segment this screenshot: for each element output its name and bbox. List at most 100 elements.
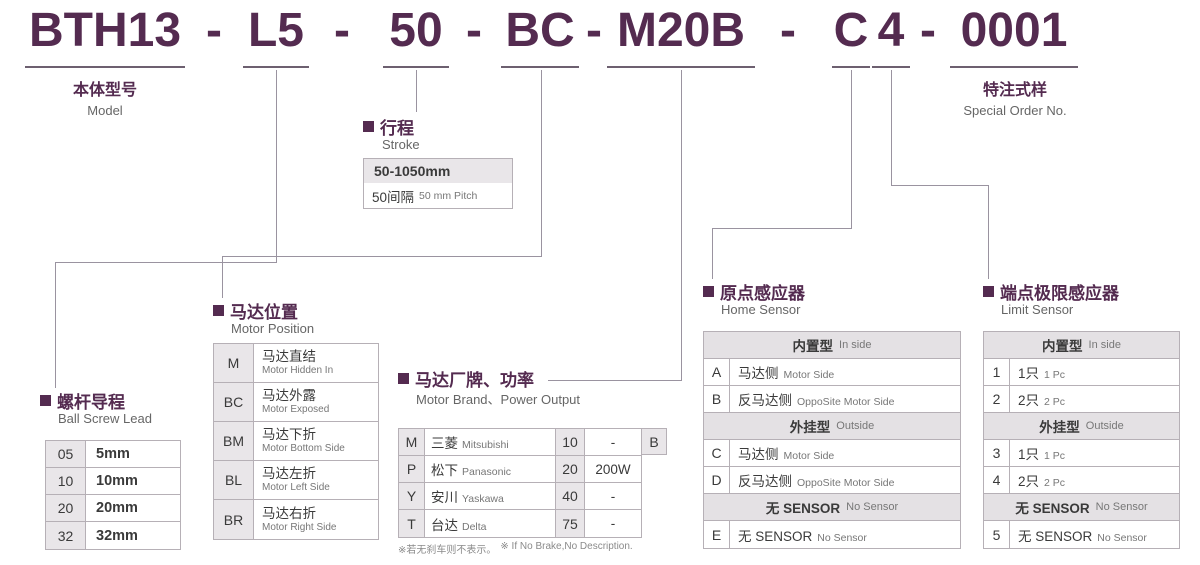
limit-sensor-title-cn: 端点极限感应器 xyxy=(1000,284,1119,303)
cell-code: B xyxy=(704,386,730,412)
group-cn: 内置型 xyxy=(792,339,834,354)
table-row: 10 10mm xyxy=(46,468,180,495)
group-cn: 外挂型 xyxy=(1039,420,1080,435)
group-en: Outside xyxy=(1085,420,1124,432)
table-group-header: 内置型 In side xyxy=(704,332,960,359)
home-sensor-title-en: Home Sensor xyxy=(721,302,801,317)
code-separator: - xyxy=(334,4,350,57)
group-cn: 无 SENSOR xyxy=(765,501,841,516)
cell-power-code: 10 xyxy=(555,429,585,455)
cell-code: C xyxy=(704,440,730,466)
table-row: E 无 SENSOR No Sensor xyxy=(704,521,960,548)
model-code-segment-stroke: 50 xyxy=(389,4,443,57)
section-bullet-icon xyxy=(363,121,374,132)
table-row: BL 马达左折 Motor Left Side xyxy=(214,461,378,500)
cell-value: 无 SENSOR No Sensor xyxy=(730,525,867,545)
connector-line xyxy=(891,185,989,186)
group-cn: 内置型 xyxy=(1042,339,1083,354)
table-row: D 反马达侧 OppoSite Motor Side xyxy=(704,467,960,494)
code-underline xyxy=(383,66,449,68)
brand-cn: 安川 xyxy=(431,490,458,505)
code-separator: - xyxy=(206,4,222,57)
table-row: 32 32mm xyxy=(46,522,180,549)
motor-position-title-en: Motor Position xyxy=(231,321,315,336)
motor-brand-title-cn: 马达厂牌、功率 xyxy=(415,371,534,390)
section-bullet-icon xyxy=(40,395,51,406)
cell-value: 2只 2 Pc xyxy=(1010,470,1065,490)
code-underline xyxy=(243,66,309,68)
value-cn: 1只 xyxy=(1018,447,1040,462)
table-row: B 反马达侧 OppoSite Motor Side xyxy=(704,386,960,413)
cell-value: 32mm xyxy=(96,527,138,544)
connector-line xyxy=(541,70,542,256)
motor-position-section-header: 马达位置 xyxy=(213,298,298,323)
limit-sensor-title-en: Limit Sensor xyxy=(1001,302,1074,317)
cell-value: 反马达侧 OppoSite Motor Side xyxy=(730,389,894,409)
value-cn: 马达侧 xyxy=(738,447,779,462)
cell-code: E xyxy=(704,521,730,548)
table-group-header: 外挂型 Outside xyxy=(704,413,960,440)
table-row: T 台达 Delta 75 - xyxy=(399,510,641,537)
connector-line xyxy=(681,70,682,380)
connector-line xyxy=(988,185,989,279)
value-cn: 2只 xyxy=(1018,393,1040,408)
brand-cn: 松下 xyxy=(431,463,458,478)
cell-code: A xyxy=(704,359,730,385)
group-en: No Sensor xyxy=(1095,501,1148,513)
table-row: BM 马达下折 Motor Bottom Side xyxy=(214,422,378,461)
table-group-header: 外挂型 Outside xyxy=(984,413,1179,440)
cell-power-code: 75 xyxy=(555,510,585,537)
stroke-range-box: 50-1050mm xyxy=(363,158,513,184)
section-bullet-icon xyxy=(703,286,714,297)
cell-brand: 松下 Panasonic xyxy=(425,459,555,479)
value-en: No Sensor xyxy=(817,531,867,544)
connector-line xyxy=(222,256,542,257)
model-code-segment-home-sensor: C xyxy=(833,4,869,57)
model-code-segment-special-order: 0001 xyxy=(960,4,1068,57)
limit-sensor-table: 内置型 In side 1 1只 1 Pc 2 2只 2 Pc 外挂型 Outs… xyxy=(983,331,1180,549)
stroke-pitch-box: 50间隔 50 mm Pitch xyxy=(363,183,513,209)
value-en: No Sensor xyxy=(1097,531,1147,544)
table-row: 1 1只 1 Pc xyxy=(984,359,1179,386)
section-bullet-icon xyxy=(398,373,409,384)
limit-sensor-section-header: 端点极限感应器 xyxy=(983,279,1119,304)
connector-line xyxy=(55,262,277,263)
model-code-segment-model: BTH13 xyxy=(28,4,182,57)
table-row: A 马达侧 Motor Side xyxy=(704,359,960,386)
value-en: Motor Left Side xyxy=(262,482,330,493)
code-underline xyxy=(607,66,755,68)
ball-screw-lead-table: 05 5mm 10 10mm 20 20mm 32 32mm xyxy=(45,440,181,550)
motor-position-table: M 马达直结 Motor Hidden In BC 马达外露 Motor Exp… xyxy=(213,343,379,540)
cell-code: 20 xyxy=(46,495,86,521)
cell-code: P xyxy=(399,456,425,482)
group-cn: 无 SENSOR xyxy=(1015,501,1090,516)
home-sensor-section-header: 原点感应器 xyxy=(703,279,805,304)
cell-value: 马达直结 Motor Hidden In xyxy=(254,349,333,376)
cell-code: BR xyxy=(214,500,254,539)
code-separator: - xyxy=(466,4,482,57)
table-row: P 松下 Panasonic 20 200W xyxy=(399,456,641,483)
table-row: 3 1只 1 Pc xyxy=(984,440,1179,467)
brand-en: Mitsubishi xyxy=(462,439,509,451)
brand-en: Panasonic xyxy=(462,466,512,478)
cell-value: 5mm xyxy=(96,446,130,462)
ball-screw-lead-title-cn: 螺杆导程 xyxy=(57,393,125,412)
code-underline xyxy=(950,66,1078,68)
section-bullet-icon xyxy=(983,286,994,297)
group-cn: 外挂型 xyxy=(789,420,831,435)
brake-option-cell: B xyxy=(641,428,667,455)
value-en: 1 Pc xyxy=(1044,450,1066,462)
cell-brand: 三菱 Mitsubishi xyxy=(425,432,555,452)
connector-line xyxy=(548,380,682,381)
model-code-segment-position: BC xyxy=(505,4,575,57)
stroke-range-value: 50-1050mm xyxy=(374,163,451,179)
cell-code: T xyxy=(399,510,425,537)
code-underline xyxy=(832,66,870,68)
motor-brand-note: ※若无刹车则不表示。 ※ If No Brake,No Description. xyxy=(398,541,633,556)
table-row: M 马达直结 Motor Hidden In xyxy=(214,344,378,383)
model-label-cn: 本体型号 xyxy=(72,82,137,99)
connector-line xyxy=(55,262,56,388)
note-en: ※ If No Brake,No Description. xyxy=(500,541,633,552)
cell-brand: 台达 Delta xyxy=(425,514,555,534)
stroke-pitch-cn: 50间隔 xyxy=(372,189,415,205)
